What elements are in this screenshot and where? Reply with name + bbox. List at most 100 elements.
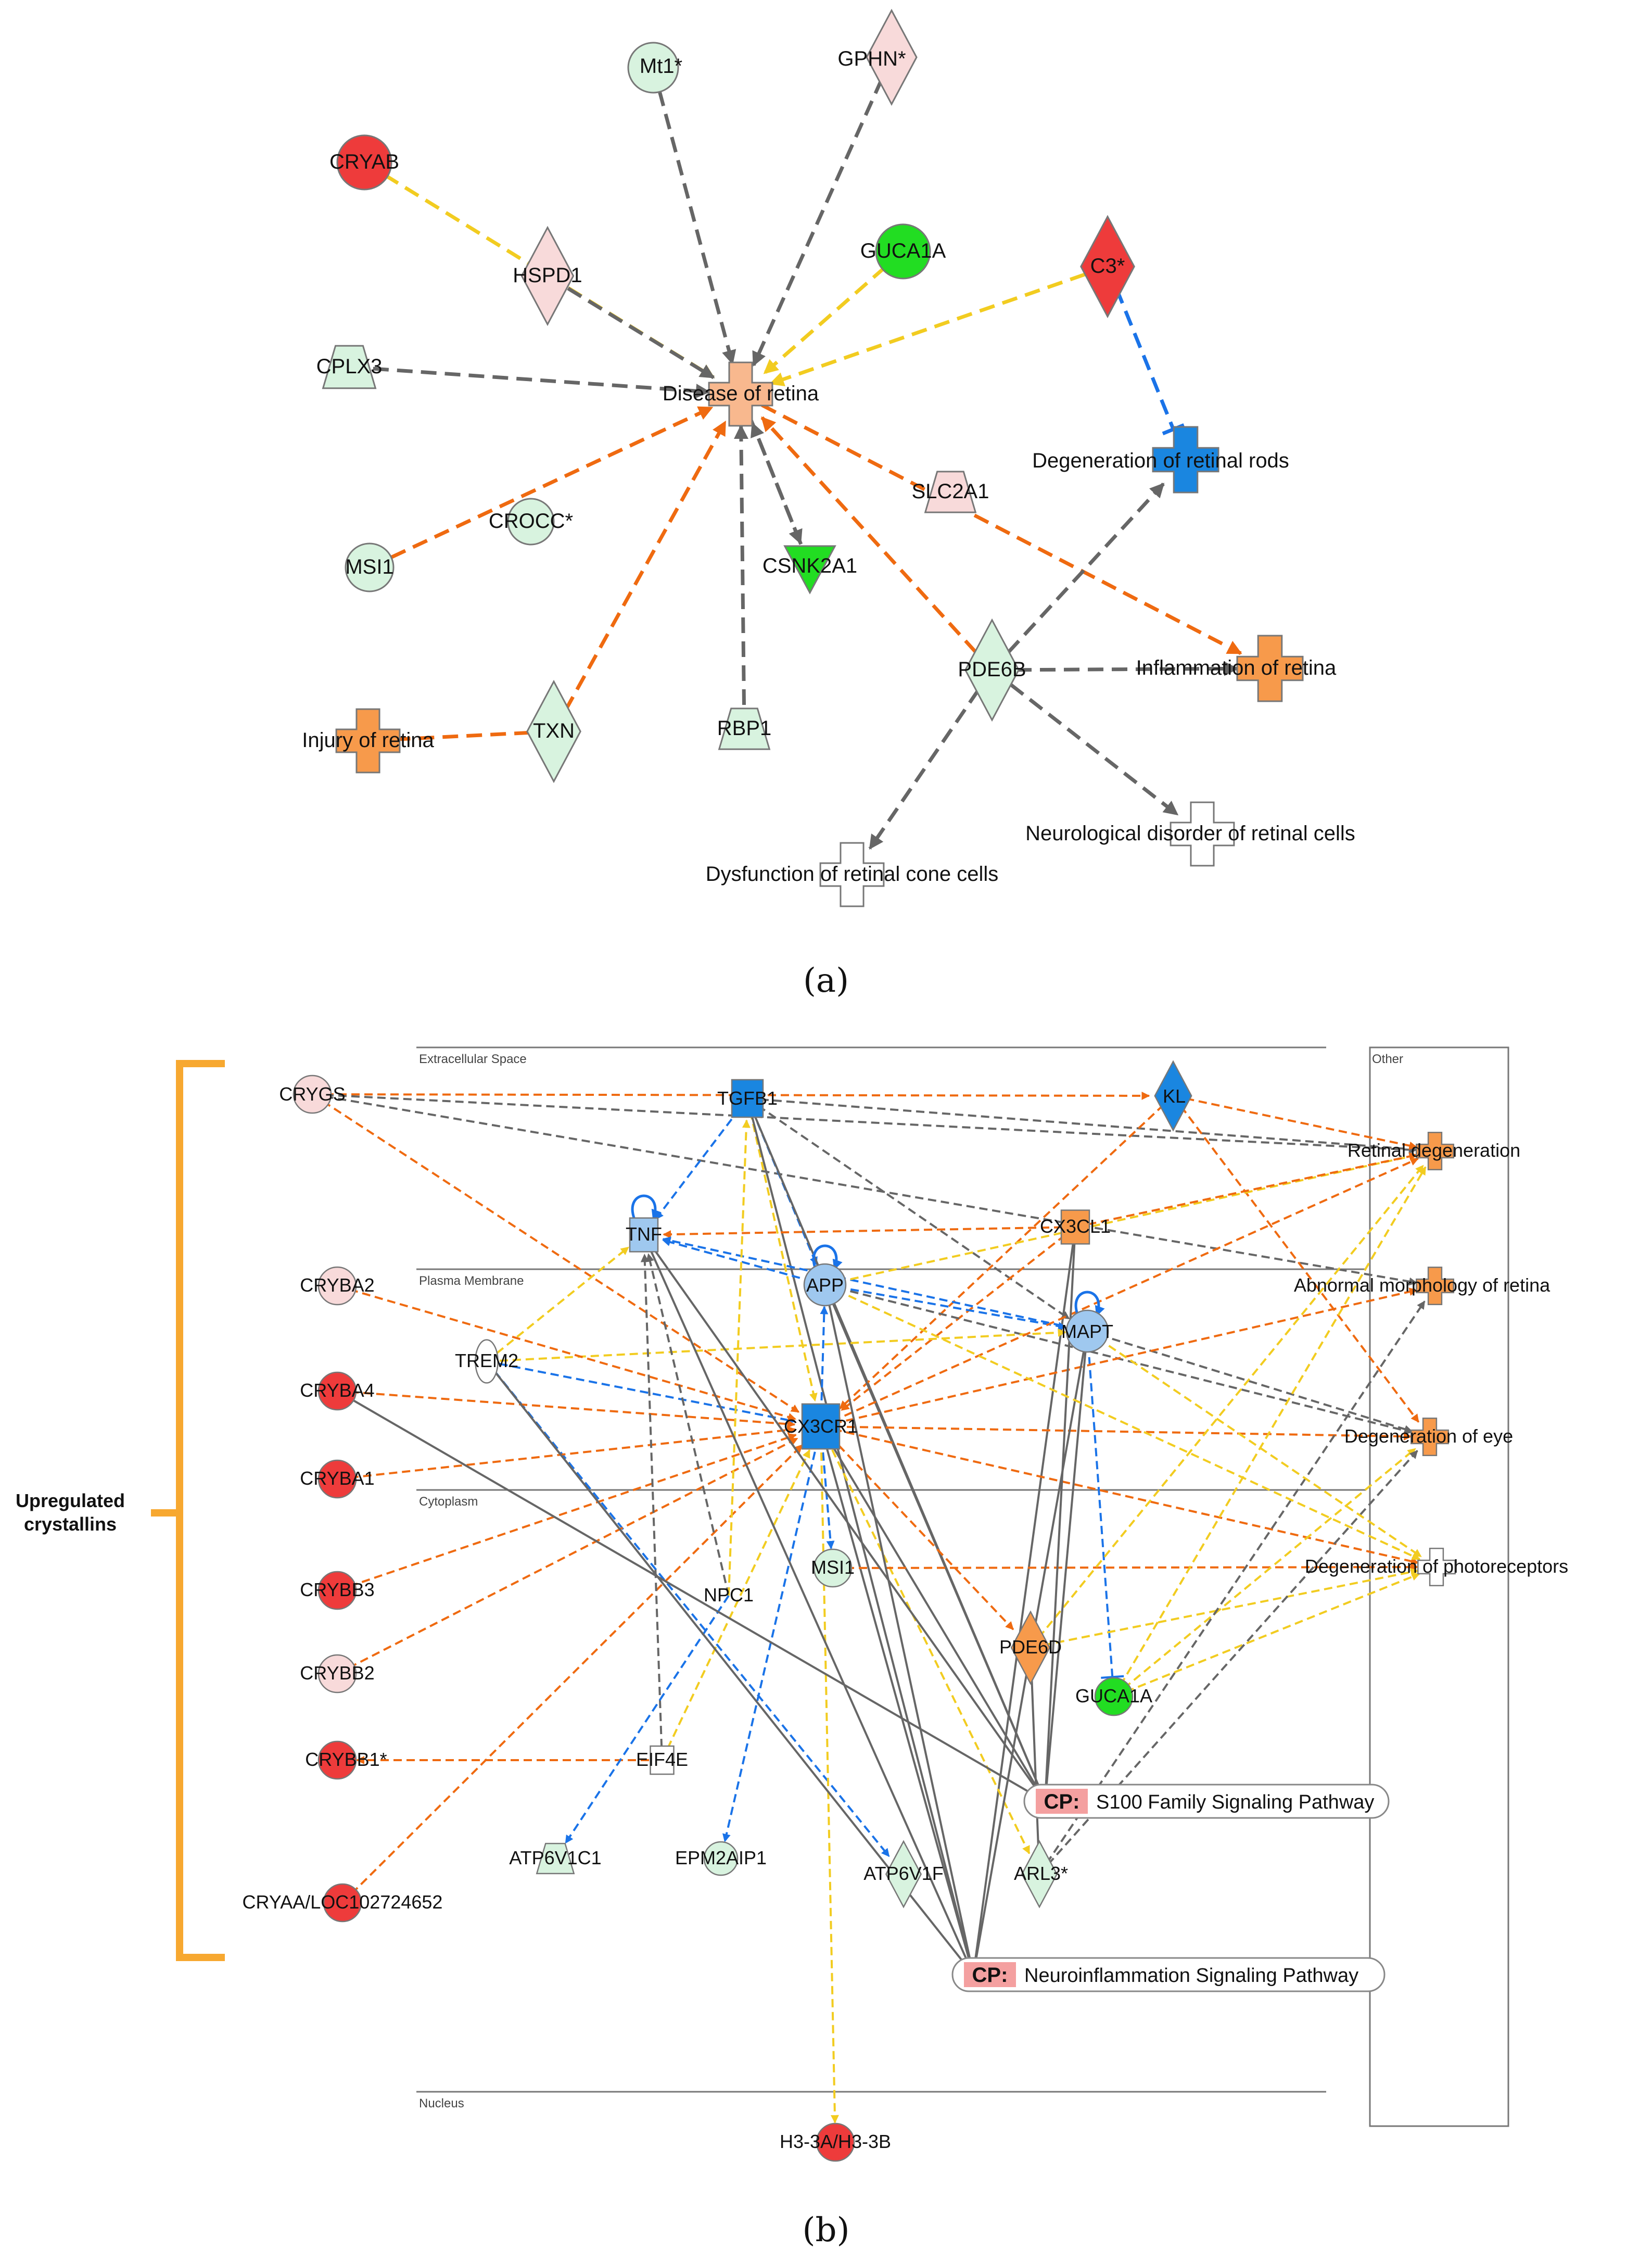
cryba2-shape <box>317 1266 357 1306</box>
node-crybb1[interactable]: CRYBB1* <box>305 1740 387 1780</box>
pathway-tag-bg-neuro <box>964 1962 1016 1987</box>
b-edge-msi1b-dop <box>832 1563 1419 1572</box>
b-edge-trem2-atp6v1f <box>486 1360 890 1857</box>
node-guca1ab[interactable]: GUCA1A <box>1075 1677 1152 1716</box>
node-mapt[interactable]: MAPT <box>1061 1309 1113 1353</box>
node-cryba2[interactable]: CRYBA2 <box>300 1266 375 1306</box>
node-kl[interactable]: KL <box>1154 1060 1192 1132</box>
atp6v1c1-shape <box>536 1842 575 1875</box>
node-dor[interactable]: Disease of retina <box>663 361 819 427</box>
node-injr[interactable]: Injury of retina <box>302 708 434 774</box>
node-cryaa[interactable]: CRYAA/LOC102724652 <box>243 1883 443 1923</box>
node-msi1[interactable]: MSI1 <box>345 542 395 592</box>
b-edge-cx3cr1-dop <box>820 1425 1419 1565</box>
node-label-drcc: Dysfunction of retinal cone cells <box>706 863 999 886</box>
b-edge-cryaa-cx3cr1 <box>341 1444 803 1904</box>
node-c3[interactable]: C3* <box>1080 214 1135 319</box>
node-eif4e[interactable]: EIF4E <box>636 1745 688 1775</box>
node-cx3cr1[interactable]: CX3CR1 <box>784 1403 858 1450</box>
pathway-neuro[interactable]: CP:Neuroinflammation Signaling Pathway <box>951 1957 1386 1992</box>
ior-shape <box>1236 635 1304 702</box>
node-crybb2[interactable]: CRYBB2 <box>300 1654 375 1694</box>
node-gphn[interactable]: GPHN* <box>837 8 918 106</box>
node-label-epm2aip1: EPM2AIP1 <box>675 1847 767 1868</box>
node-csnk2a1[interactable]: CSNK2A1 <box>763 545 857 595</box>
a-edge-pde6b-ior <box>992 661 1239 676</box>
node-ior[interactable]: Inflammation of retina <box>1136 635 1337 702</box>
node-label-cx3cr1: CX3CR1 <box>784 1416 858 1437</box>
b-edge-cryba1-cx3cr1 <box>337 1426 796 1480</box>
self-loop-mapt <box>1074 1291 1105 1317</box>
node-ndrc[interactable]: Neurological disorder of retinal cells <box>1025 801 1355 867</box>
node-label-npc1: NPC1 <box>704 1584 754 1606</box>
dorr-shape <box>1152 426 1219 494</box>
node-label-h3: H3-3A/H3-3B <box>780 2131 891 2152</box>
node-tnf[interactable]: TNF <box>626 1217 662 1253</box>
node-label-crybb3: CRYBB3 <box>300 1579 374 1600</box>
b-edge-mapt-dop <box>1086 1330 1422 1558</box>
pathway-s100[interactable]: CP:S100 Family Signaling Pathway <box>1023 1784 1390 1819</box>
injr-shape <box>335 708 401 774</box>
node-trem2[interactable]: TREM2 <box>455 1339 518 1384</box>
b-edge-cx3cr1-h3 <box>820 1426 839 2124</box>
node-cplx3[interactable]: CPLX3 <box>316 345 383 389</box>
compartment-label-plasma: Plasma Membrane <box>419 1274 524 1288</box>
node-retdeg[interactable]: Retinal degeneration <box>1348 1132 1520 1170</box>
node-cx3cl1[interactable]: CX3CL1 <box>1040 1209 1111 1245</box>
b-edge-crybb3-cx3cr1 <box>337 1433 797 1591</box>
arl3-shape <box>1021 1840 1058 1909</box>
node-dop[interactable]: Degeneration of photoreceptors <box>1305 1548 1568 1586</box>
node-msi1b[interactable]: MSI1 <box>811 1548 855 1588</box>
tgfb1-shape <box>731 1079 764 1118</box>
b-edge-cx3cr1-doe <box>820 1425 1412 1441</box>
node-npc1[interactable]: NPC1 <box>704 1584 754 1606</box>
node-cryab[interactable]: CRYAB <box>329 134 399 191</box>
node-label-c3: C3* <box>1090 255 1125 277</box>
node-label-crybb2: CRYBB2 <box>300 1662 374 1684</box>
node-label-atp6v1f: ATP6V1F <box>863 1863 943 1884</box>
b-edge-mapt-doe <box>1087 1330 1413 1433</box>
pde6d-shape <box>1010 1610 1051 1685</box>
node-cryba1[interactable]: CRYBA1 <box>300 1459 375 1499</box>
node-cryba4[interactable]: CRYBA4 <box>300 1371 375 1411</box>
crybb2-shape <box>317 1654 357 1694</box>
node-drcc[interactable]: Dysfunction of retinal cone cells <box>706 842 999 907</box>
csnk2a1-shape <box>783 545 836 595</box>
panel-b-frame: Extracellular Space Plasma Membrane Cyto… <box>16 1046 1509 2127</box>
node-atp6v1c1[interactable]: ATP6V1C1 <box>509 1842 602 1875</box>
node-pde6d[interactable]: PDE6D <box>999 1610 1062 1685</box>
node-label-msi1: MSI1 <box>345 555 393 578</box>
node-label-crocc: CROCC* <box>489 510 573 533</box>
node-amr[interactable]: Abnormal morphology of retina <box>1294 1267 1551 1305</box>
self-loop-app <box>812 1244 843 1270</box>
node-crocc[interactable]: CROCC* <box>489 498 573 546</box>
node-guca1a[interactable]: GUCA1A <box>860 223 946 280</box>
b-edge-cx3cr1-retdeg <box>820 1157 1419 1427</box>
a-edge-rbp1-dor <box>733 424 748 729</box>
node-txn[interactable]: TXN <box>526 679 581 784</box>
node-tgfb1[interactable]: TGFB1 <box>717 1079 778 1118</box>
node-doe[interactable]: Degeneration of eye <box>1344 1418 1513 1456</box>
node-crybb3[interactable]: CRYBB3 <box>300 1571 375 1610</box>
node-label-guca1ab: GUCA1A <box>1075 1685 1152 1707</box>
node-pde6b[interactable]: PDE6B <box>958 618 1026 722</box>
panel-b-label: (b) <box>803 2211 850 2250</box>
node-slc2a1[interactable]: SLC2A1 <box>912 471 989 513</box>
a-edge-pde6b-drcc <box>868 669 994 850</box>
node-rbp1[interactable]: RBP1 <box>717 707 772 750</box>
node-app[interactable]: APP <box>803 1263 847 1307</box>
node-arl3[interactable]: ARL3* <box>1014 1840 1068 1909</box>
node-epm2aip1[interactable]: EPM2AIP1 <box>675 1841 767 1876</box>
node-dorr[interactable]: Degeneration of retinal rods <box>1032 426 1289 494</box>
node-crygs[interactable]: CRYGS <box>279 1075 346 1114</box>
node-label-cryab: CRYAB <box>329 150 399 173</box>
b-edge-tgfb1-cx3cr1 <box>746 1098 818 1402</box>
node-label-cryba2: CRYBA2 <box>300 1274 374 1296</box>
node-hspd1[interactable]: HSPD1 <box>513 225 582 326</box>
node-h3[interactable]: H3-3A/H3-3B <box>780 2122 891 2162</box>
node-mt1[interactable]: Mt1* <box>627 42 682 94</box>
cryaa-shape <box>323 1883 362 1923</box>
b-edge-cx3cr1-s100 <box>820 1425 1044 1798</box>
node-label-cryba1: CRYBA1 <box>300 1468 374 1489</box>
node-atp6v1f[interactable]: ATP6V1F <box>863 1840 944 1909</box>
